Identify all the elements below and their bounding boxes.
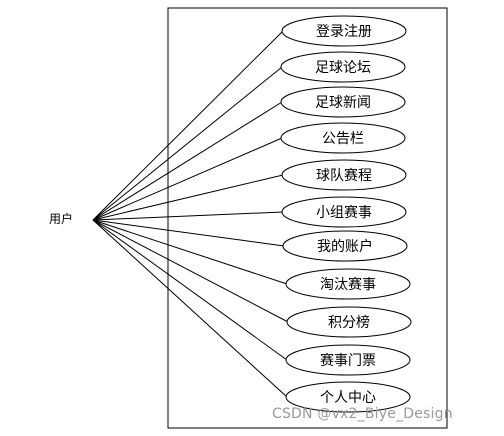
use-case-label: 赛事门票 <box>320 353 376 369</box>
use-case-ellipse <box>286 306 412 338</box>
system-boundary <box>167 7 448 429</box>
association-line <box>92 137 283 221</box>
use-case: 个人中心 <box>285 381 411 413</box>
use-case: 赛事门票 <box>285 344 411 376</box>
use-case-label: 小组赛事 <box>316 205 372 221</box>
use-case-label: 足球论坛 <box>315 60 371 76</box>
use-case: 淘汰赛事 <box>285 268 411 300</box>
association-line <box>92 219 288 285</box>
use-case-label: 个人中心 <box>320 390 376 406</box>
association-line <box>92 174 284 221</box>
use-case-label: 积分榜 <box>328 314 370 331</box>
association-lines <box>92 30 289 398</box>
association-line <box>92 66 283 221</box>
use-case: 小组赛事 <box>281 196 407 228</box>
use-case-ellipse <box>281 196 407 228</box>
association-line <box>92 101 283 221</box>
use-case-ellipse <box>285 268 411 300</box>
use-case: 积分榜 <box>286 306 412 338</box>
use-case-ellipse <box>282 230 408 262</box>
association-line <box>92 219 288 361</box>
actor-label: 用户 <box>49 211 73 226</box>
use-case-ellipse <box>280 122 406 154</box>
association-line <box>92 30 284 221</box>
association-line <box>92 219 289 323</box>
use-case: 公告栏 <box>280 122 406 154</box>
use-case-label: 我的账户 <box>317 238 373 255</box>
use-case-label: 淘汰赛事 <box>320 277 376 293</box>
association-line <box>92 219 288 398</box>
association-line <box>92 211 284 221</box>
use-case-ellipse <box>280 51 406 83</box>
use-case-ellipse <box>285 381 411 413</box>
use-case: 球队赛程 <box>281 159 407 191</box>
use-case: 足球论坛 <box>280 51 406 83</box>
use-case-label: 公告栏 <box>322 131 364 147</box>
association-line <box>92 219 285 247</box>
use-case-label: 足球新闻 <box>315 95 371 111</box>
use-case-ellipse <box>281 15 407 47</box>
use-case-ellipse <box>281 159 407 191</box>
use-case-ellipse <box>285 344 411 376</box>
use-case: 我的账户 <box>282 230 408 262</box>
use-case-label: 球队赛程 <box>316 168 372 184</box>
use-case-ellipse <box>280 86 406 118</box>
use-case: 登录注册 <box>281 15 407 47</box>
use-case: 足球新闻 <box>280 86 406 118</box>
watermark-text: CSDN @vx2_Biye_Design <box>272 406 453 422</box>
use-case-label: 登录注册 <box>316 24 372 40</box>
use-case-group: 登录注册足球论坛足球新闻公告栏球队赛程小组赛事我的账户淘汰赛事积分榜赛事门票个人… <box>280 15 412 413</box>
